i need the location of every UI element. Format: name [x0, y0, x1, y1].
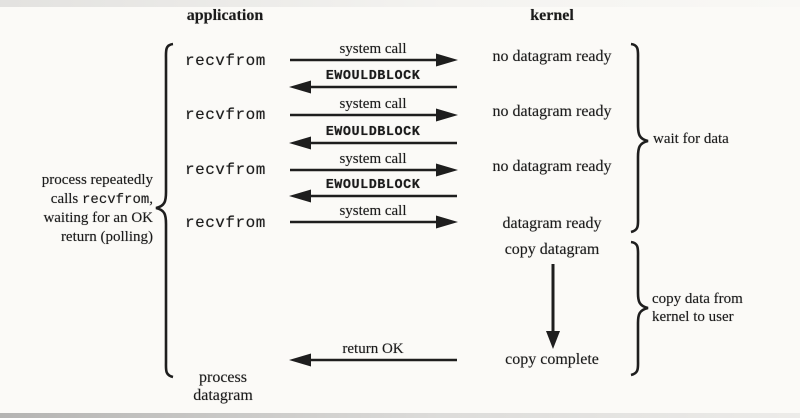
copy-data-from-line2: kernel to user [652, 309, 734, 325]
system-call-arrow-right-3 [290, 163, 458, 177]
copy-datagram-label: copy datagram [504, 241, 600, 258]
system-call-label-2: system call [339, 96, 407, 112]
system-call-arrow-right-2 [290, 108, 458, 122]
polling-note-line1: process repeatedly [41, 172, 153, 188]
copy-data-brace [630, 240, 649, 377]
ewouldblock-arrow-left-1 [289, 80, 457, 94]
copy-complete-label: copy complete [505, 351, 599, 368]
polling-note-line2-prefix: calls [50, 190, 83, 207]
kernel-state-1: no datagram ready [492, 48, 612, 65]
left-brace [155, 42, 174, 379]
recvfrom-call-3: recvfrom [185, 161, 266, 179]
process-datagram-line2: datagram [193, 387, 253, 404]
return-ok-label: return OK [342, 341, 404, 357]
system-call-arrow-right-1 [290, 53, 458, 67]
copy-arrow-down [546, 264, 560, 349]
kernel-column-header: kernel [530, 7, 574, 24]
system-call-arrow-right-4 [290, 215, 458, 229]
recvfrom-call-1: recvfrom [185, 52, 266, 70]
polling-note-line2-suffix: , [149, 190, 153, 207]
ewouldblock-label-2: EWOULDBLOCK [325, 125, 421, 140]
system-call-label-1: system call [339, 41, 407, 57]
polling-note-line3: waiting for an OK [43, 210, 153, 226]
ewouldblock-label-3: EWOULDBLOCK [325, 178, 421, 193]
process-datagram-label: process datagram [168, 369, 278, 405]
kernel-state-3: no datagram ready [492, 158, 612, 175]
application-column-header: application [186, 7, 264, 24]
system-call-label-4: system call [339, 203, 407, 219]
kernel-state-2: no datagram ready [492, 103, 612, 120]
polling-note-recvfrom-code: recvfrom [82, 191, 150, 208]
process-datagram-line1: process [199, 369, 247, 386]
recvfrom-call-2: recvfrom [185, 106, 266, 124]
kernel-state-4: datagram ready [502, 215, 602, 232]
ewouldblock-arrow-left-2 [289, 136, 457, 150]
recvfrom-call-4: recvfrom [185, 214, 266, 232]
wait-for-data-brace [630, 42, 649, 234]
ewouldblock-label-1: EWOULDBLOCK [325, 69, 421, 84]
polling-note-line4: return (polling) [60, 228, 153, 245]
copy-data-from-kernel-label: copy data from kernel to user [652, 290, 743, 326]
system-call-label-3: system call [339, 151, 407, 167]
copy-data-from-line1: copy data from [652, 291, 743, 307]
wait-for-data-label: wait for data [653, 131, 729, 147]
polling-note-line2: calls recvfrom, [2, 190, 153, 210]
polling-note: process repeatedly calls recvfrom, waiti… [2, 171, 153, 246]
return-ok-arrow-left [289, 353, 457, 367]
ewouldblock-arrow-left-3 [289, 189, 457, 203]
